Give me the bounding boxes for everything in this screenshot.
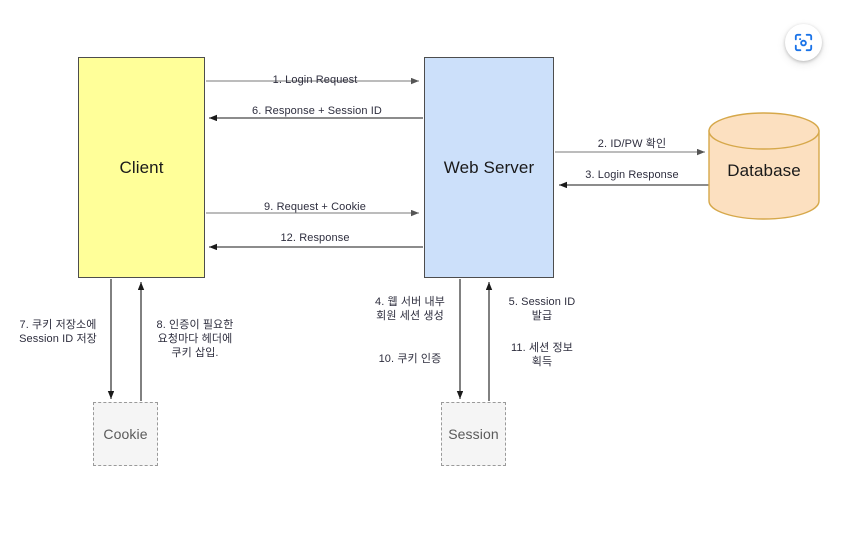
google-lens-button[interactable] <box>785 24 822 61</box>
edge-label-1: 1. Login Request <box>272 74 358 86</box>
edge-label-6: 6. Response + Session ID <box>252 105 382 117</box>
edge-label-11: 11. 세션 정보 획득 <box>511 342 573 368</box>
edge-label-12: 12. Response <box>280 232 350 244</box>
google-lens-scan-icon <box>794 33 813 52</box>
edge-label-7: 7. 쿠키 저장소에 Session ID 저장 <box>19 319 97 345</box>
node-database[interactable]: Database <box>708 112 820 220</box>
edge-label-3: 3. Login Response <box>585 169 679 181</box>
edge-label-5: 5. Session ID 발급 <box>508 296 576 322</box>
edge-label-9: 9. Request + Cookie <box>264 201 366 213</box>
node-client[interactable]: Client <box>78 57 205 278</box>
database-cylinder-shape <box>708 112 820 220</box>
node-web-server-label: Web Server <box>443 157 535 177</box>
node-cookie-label: Cookie <box>103 425 148 442</box>
node-session[interactable]: Session <box>441 402 506 466</box>
node-web-server[interactable]: Web Server <box>424 57 554 278</box>
node-database-label: Database <box>727 161 801 181</box>
node-cookie[interactable]: Cookie <box>93 402 158 466</box>
edge-label-8: 8. 인증이 필요한 요청마다 헤더에 쿠키 삽입. <box>156 319 234 359</box>
node-session-label: Session <box>448 425 499 442</box>
edge-label-2: 2. ID/PW 확인 <box>597 138 667 150</box>
edge-label-10: 10. 쿠키 인증 <box>378 353 442 365</box>
edge-label-4: 4. 웹 서버 내부 회원 세션 생성 <box>375 296 445 322</box>
node-client-label: Client <box>119 157 164 177</box>
